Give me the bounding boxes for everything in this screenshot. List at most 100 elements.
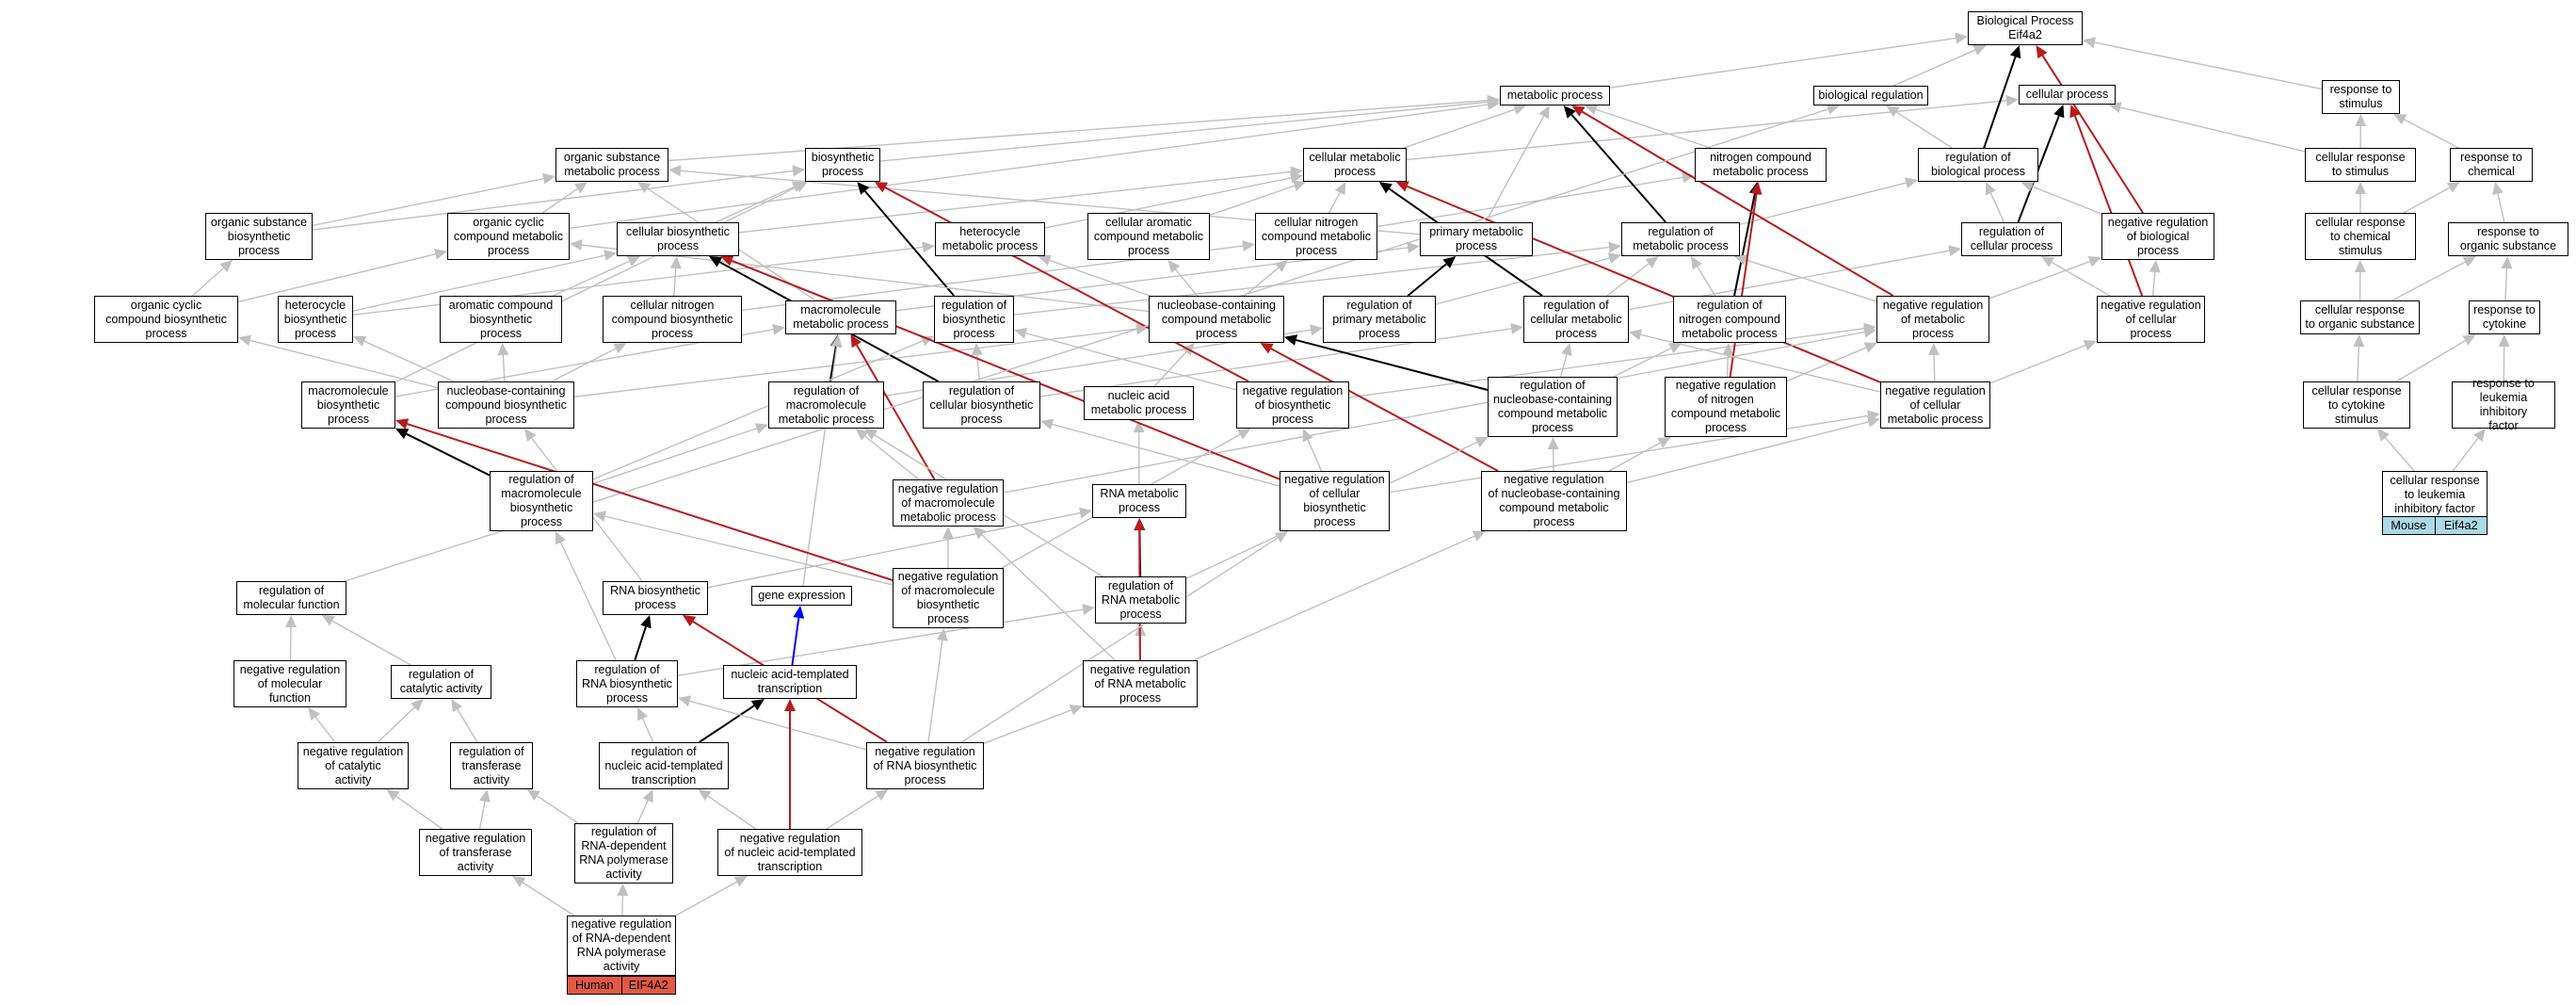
go-term-org-cyc-met[interactable]: organic cyclic compound metabolic proces… [447, 213, 570, 260]
edge-neg-reg-macro-met-to-macro-met [850, 334, 936, 480]
go-term-macro-bios[interactable]: macromolecule biosynthetic process [301, 381, 395, 429]
go-term-cell-resp-cytokine[interactable]: cellular response to cytokine stimulus [2303, 381, 2410, 429]
edge-arrowhead [2149, 260, 2161, 273]
go-term-neg-reg-rna-met[interactable]: negative regulation of RNA metabolic pro… [1083, 660, 1198, 707]
go-term-cell-resp-lif[interactable]: cellular response to leukemia inhibitory… [2382, 471, 2487, 518]
go-term-resp-cytokine[interactable]: response to cytokine [2469, 300, 2540, 334]
go-term-het-bios[interactable]: heterocycle biosynthetic process [278, 296, 353, 343]
go-term-neg-reg-macro-met[interactable]: negative regulation of macromolecule met… [893, 479, 1004, 527]
go-term-neg-reg-cell-met[interactable]: negative regulation of cellular metaboli… [1880, 381, 1990, 429]
go-term-neg-reg-cat[interactable]: negative regulation of catalytic activit… [298, 742, 409, 789]
go-term-cell-resp-stim[interactable]: cellular response to stimulus [2305, 148, 2416, 182]
go-term-neg-reg-mol-func[interactable]: negative regulation of molecular functio… [233, 660, 346, 707]
go-term-reg-met[interactable]: regulation of metabolic process [1621, 222, 1740, 256]
go-term-neg-reg-rna-bios[interactable]: negative regulation of RNA biosynthetic … [866, 742, 984, 789]
edge-line [1377, 176, 1683, 228]
edge-arrowhead [1955, 32, 1968, 44]
go-term-nucbase-met[interactable]: nucleobase-containing compound metabolic… [1149, 296, 1284, 343]
go-term-cell-bios[interactable]: cellular biosynthetic process [617, 222, 739, 256]
go-term-reg-cat[interactable]: regulation of catalytic activity [391, 665, 491, 699]
edge-arrowhead [2393, 114, 2407, 125]
go-term-metabolic[interactable]: metabolic process [1500, 86, 1610, 105]
go-term-org-sub-bios[interactable]: organic substance biosynthetic process [205, 213, 313, 260]
go-term-neg-reg-met[interactable]: negative regulation of metabolic process [1876, 296, 1989, 343]
edge-arrowhead [1863, 326, 1876, 338]
go-term-reg-rdrp[interactable]: regulation of RNA-dependent RNA polymera… [574, 823, 673, 883]
go-term-het-met[interactable]: heterocycle metabolic process [935, 222, 1045, 256]
go-term-neg-reg-cell-bios[interactable]: negative regulation of cellular biosynth… [1280, 471, 1390, 531]
go-term-neg-reg-nitro[interactable]: negative regulation of nitrogen compound… [1665, 377, 1787, 437]
edge-line [1608, 442, 1661, 472]
go-term-rna-bios[interactable]: RNA biosynthetic process [603, 581, 708, 615]
go-term-gene-expr[interactable]: gene expression [751, 586, 852, 606]
go-term-cell-met[interactable]: cellular metabolic process [1303, 148, 1407, 182]
go-term-nucbase-bios[interactable]: nucleobase-containing compound biosynthe… [438, 381, 574, 429]
edge-arrowhead [395, 428, 410, 440]
edge-arrowhead [2353, 334, 2365, 348]
go-term-neg-reg-transf[interactable]: negative regulation of transferase activ… [419, 829, 532, 876]
go-term-org-cyc-bios[interactable]: organic cyclic compound biosynthetic pro… [94, 296, 238, 343]
edge-neg-reg-macro-bios-to-macro-bios [395, 418, 894, 581]
edge-org-sub-bios-to-biosynth [312, 165, 805, 231]
edge-arrowhead [682, 615, 697, 626]
go-term-neg-reg-cell-proc[interactable]: negative regulation of cellular process [2097, 296, 2205, 343]
edge-neg-reg-cell-met-to-reg-cell-met [1629, 329, 1881, 393]
go-term-reg-prim-met[interactable]: regulation of primary metabolic process [1323, 296, 1436, 343]
go-term-reg-nat[interactable]: regulation of nucleic acid-templated tra… [599, 742, 729, 789]
edge-neg-reg-rna-bios-to-neg-reg-macro-bios [927, 628, 948, 743]
go-term-reg-cell-bios[interactable]: regulation of cellular biosynthetic proc… [923, 381, 1040, 429]
edge-line [636, 800, 649, 824]
go-term-cellular[interactable]: cellular process [2019, 85, 2116, 105]
go-term-resp-chem[interactable]: response to chemical [2450, 148, 2533, 182]
go-term-reg-nitro-met[interactable]: regulation of nitrogen compound metaboli… [1673, 296, 1786, 343]
go-term-cell-arom-met[interactable]: cellular aromatic compound metabolic pro… [1087, 213, 1210, 260]
go-term-arom-bios[interactable]: aromatic compound biosynthetic process [440, 296, 562, 343]
edge-line [1389, 414, 1869, 494]
edge-line [1003, 331, 1865, 494]
go-term-cell-resp-org[interactable]: cellular response to organic substance [2300, 300, 2420, 334]
go-term-reg-macro-bios[interactable]: regulation of macromolecule biosynthetic… [490, 471, 593, 531]
edge-neg-reg-rna-bios-to-reg-rna-bios [678, 695, 867, 751]
go-term-biosynth[interactable]: biosynthetic process [805, 148, 880, 182]
go-term-reg-mol-func[interactable]: regulation of molecular function [236, 581, 346, 615]
edge-org-cyc-bios-to-org-sub-bios [192, 260, 233, 297]
go-term-reg-bio[interactable]: regulation of biological process [1918, 148, 2038, 182]
go-term-prim-met[interactable]: primary metabolic process [1420, 222, 1533, 256]
go-term-bp[interactable]: Biological Process Eif4a2 [1968, 11, 2083, 45]
edge-line [1307, 439, 1323, 472]
go-term-bioreg[interactable]: biological regulation [1813, 86, 1928, 105]
go-term-reg-bios[interactable]: regulation of biosynthetic process [934, 296, 1014, 343]
edge-arrowhead [238, 334, 252, 347]
go-term-reg-nucbase-met[interactable]: regulation of nucleobase-containing comp… [1488, 377, 1618, 437]
go-term-resp-lif[interactable]: response to leukemia inhibitory factor [2452, 377, 2555, 432]
go-term-neg-reg-nucbase[interactable]: negative regulation of nucleobase-contai… [1481, 471, 1627, 531]
go-term-resp-org-sub[interactable]: response to organic substance [2448, 222, 2568, 256]
go-term-neg-reg-bio[interactable]: negative regulation of biological proces… [2101, 213, 2214, 260]
go-term-nat[interactable]: nucleic acid-templated transcription [723, 665, 857, 699]
go-term-reg-rna-met[interactable]: regulation of RNA metabolic process [1095, 576, 1186, 624]
edge-org-cyc-met-to-metabolic [569, 99, 1500, 229]
go-term-org-sub-met[interactable]: organic substance metabolic process [555, 148, 668, 182]
go-term-reg-cell-met[interactable]: regulation of cellular metabolic process [1523, 296, 1629, 343]
go-term-neg-reg-nat[interactable]: negative regulation of nucleic acid-temp… [717, 829, 862, 876]
go-term-reg-rna-bios[interactable]: regulation of RNA biosynthetic process [576, 660, 678, 707]
go-term-rna-met[interactable]: RNA metabolic process [1092, 484, 1186, 518]
go-term-neg-reg-macro-bios[interactable]: negative regulation of macromolecule bio… [893, 568, 1004, 628]
go-term-reg-cell-proc[interactable]: regulation of cellular process [1961, 222, 2062, 256]
go-term-neg-reg-rdrp[interactable]: negative regulation of RNA-dependent RNA… [567, 916, 676, 976]
go-term-nitro-met[interactable]: nitrogen compound metabolic process [1695, 148, 1827, 182]
go-term-nuc-acid-met[interactable]: nucleic acid metabolic process [1084, 386, 1194, 420]
go-term-reg-macro-met[interactable]: regulation of macromolecule metabolic pr… [768, 381, 884, 429]
edge-arrowhead [1538, 105, 1550, 120]
go-term-cell-resp-chem[interactable]: cellular response to chemical stimulus [2305, 213, 2416, 260]
edge-arrowhead [971, 343, 983, 356]
go-term-macro-met[interactable]: macromolecule metabolic process [785, 300, 896, 334]
go-term-cell-nitro-bios[interactable]: cellular nitrogen compound biosynthetic … [603, 296, 742, 343]
go-term-reg-transf[interactable]: regulation of transferase activity [450, 742, 533, 789]
edge-line [1739, 182, 1907, 225]
go-term-resp-stim[interactable]: response to stimulus [2322, 80, 2400, 114]
edge-arrowhead [874, 182, 889, 193]
go-term-cell-nitro-met[interactable]: cellular nitrogen compound metabolic pro… [1255, 213, 1377, 260]
edge-org-sub-bios-to-org-sub-met [312, 172, 555, 227]
go-term-neg-reg-bios[interactable]: negative regulation of biosynthetic proc… [1236, 381, 1349, 429]
